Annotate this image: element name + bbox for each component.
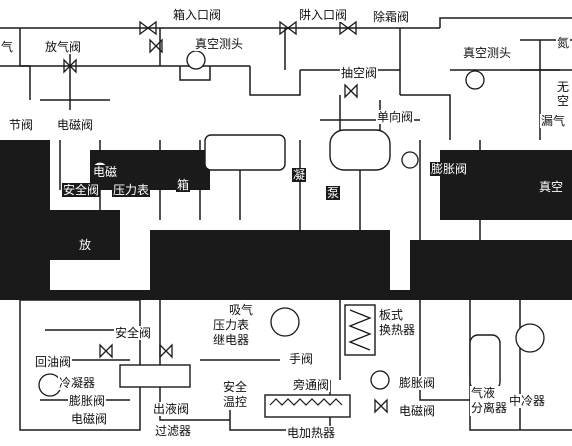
label-expansion-valve-lower-right: 膨胀阀 [398, 376, 437, 390]
label-pressure-relay: 压力表 继电器 [212, 318, 251, 348]
expansion-valve-icon [370, 370, 390, 390]
label-vent-mid: 放 [78, 238, 93, 252]
label-safety-temp-control: 安全 温控 [222, 380, 249, 410]
label-intercooler: 中冷器 [508, 394, 547, 408]
label-expansion-valve-lower-left: 膨胀阀 [68, 394, 107, 408]
valve-icon [139, 20, 157, 36]
label-plate-heat-exchanger: 板式 换热器 [378, 308, 417, 338]
vacuum-box-tank [204, 134, 286, 171]
dark-band-right-2 [410, 240, 572, 290]
label-box-inlet-valve: 箱入口阀 [172, 8, 223, 22]
vacuum-gauge-icon [186, 50, 206, 70]
gas-liquid-separator-shape [469, 334, 501, 391]
lower-right-loop [339, 300, 572, 431]
valve-icon [344, 83, 358, 99]
label-regulating-valve: 节阀 [8, 118, 35, 132]
label-vacuum-gauge-right: 真空测头 [462, 46, 513, 60]
label-vacuum-mid: 真空 [538, 180, 565, 194]
condenser-shape [119, 364, 191, 388]
valve-icon [159, 343, 173, 359]
label-check-valve: 单向阀 [376, 110, 415, 124]
label-left-edge-gas: 气 [0, 40, 15, 54]
label-pump-mid: 泵 [326, 186, 341, 200]
valve-icon [149, 38, 163, 54]
label-vent-valve: 放气阀 [44, 40, 83, 54]
label-box: 箱 [176, 178, 191, 192]
label-condenser: 冷凝器 [58, 376, 97, 390]
electric-heater-shape [264, 394, 351, 418]
label-solenoid-mid: 电磁 [92, 165, 119, 179]
label-hand-valve: 手阀 [288, 352, 315, 366]
check-valve-icon [401, 151, 419, 169]
label-pressure-gauge-mid: 压力表 [112, 183, 151, 197]
label-suction: 吸气 [228, 303, 255, 317]
lower-left-loop [19, 299, 141, 431]
dark-band-mid-2 [150, 230, 390, 290]
heat-exchanger-coil [348, 309, 372, 351]
dark-band-left-2 [30, 210, 120, 260]
label-solenoid-valve-lower-right: 电磁阀 [398, 404, 437, 418]
label-pumping-valve: 抽空阀 [340, 66, 379, 80]
label-liquid-outlet-valve: 出液阀 [152, 402, 191, 416]
pump-icon [270, 307, 300, 337]
valve-icon [99, 343, 113, 359]
valve-icon [63, 58, 77, 74]
label-safety-valve-lower: 安全阀 [114, 326, 153, 340]
label-bypass-valve: 旁通阀 [292, 378, 331, 392]
label-solenoid-valve-lower-left: 电磁阀 [70, 412, 109, 426]
label-defrost-valve: 除霜阀 [372, 10, 411, 24]
vacuum-gauge-icon [465, 70, 485, 90]
dark-band-lower [0, 290, 572, 300]
label-expansion-valve-mid: 膨胀阀 [430, 162, 469, 176]
label-filter: 过滤器 [154, 424, 193, 438]
valve-icon [279, 20, 297, 36]
label-cold-trap-inlet-valve: 阱入口阀 [298, 8, 349, 22]
cold-trap-tank [329, 129, 391, 171]
label-gas-liquid-separator: 气液 分离器 [470, 386, 509, 416]
separator-icon [515, 323, 545, 353]
label-right-edge-oil-free: 无 [556, 80, 571, 94]
label-solenoid-valve-top: 电磁阀 [56, 118, 95, 132]
heater-coil [269, 398, 343, 406]
valve-icon [374, 398, 388, 414]
label-condenser-mid: 凝 [292, 168, 307, 182]
label-right-edge-oil-free-2: 空 [556, 94, 571, 108]
label-electric-heater: 电加热器 [286, 426, 337, 440]
label-right-edge-nitrogen: 氮 [556, 36, 571, 50]
label-right-edge-leak: 漏气 [540, 114, 567, 128]
valve-icon [339, 20, 357, 36]
label-return-oil-valve: 回油阀 [34, 355, 73, 369]
label-vacuum-gauge-left: 真空测头 [194, 37, 245, 51]
label-safety-valve-mid: 安全阀 [62, 183, 101, 197]
